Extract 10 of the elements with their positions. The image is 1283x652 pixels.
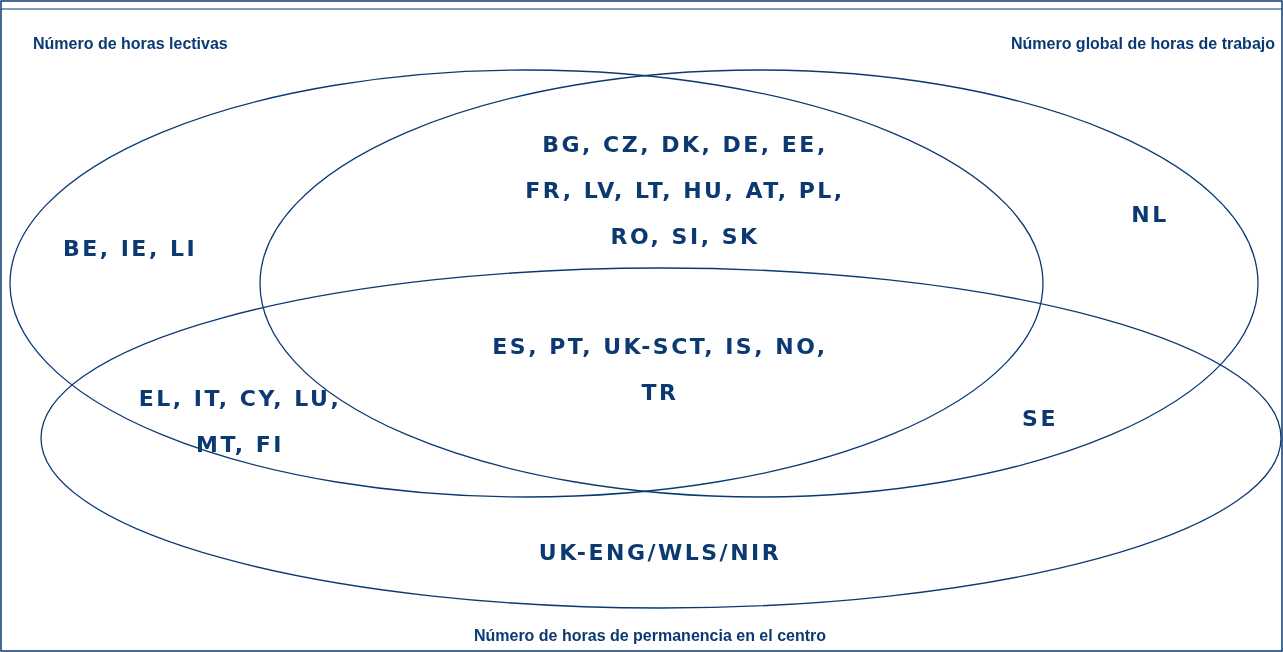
- country-codes: UK-ENG/WLS/NIR: [537, 539, 783, 567]
- set-title: Número global de horas de trabajo: [1010, 35, 1275, 53]
- set-title: Número de horas de permanencia en el centro: [472, 627, 828, 645]
- country-codes: BG, CZ, DK, DE, EE, FR, LV, LT, HU, AT, PL, RO, SI, SK: [524, 131, 846, 251]
- country-codes: BE, IE, LI: [61, 235, 199, 263]
- country-codes: ES, PT, UK-SCT, IS, NO, TR: [491, 333, 829, 407]
- country-codes: NL: [1130, 201, 1170, 229]
- set-title: Número de horas lectivas: [33, 35, 228, 53]
- country-codes: SE: [1021, 405, 1059, 433]
- country-codes: EL, IT, CY, LU, MT, FI: [137, 385, 343, 459]
